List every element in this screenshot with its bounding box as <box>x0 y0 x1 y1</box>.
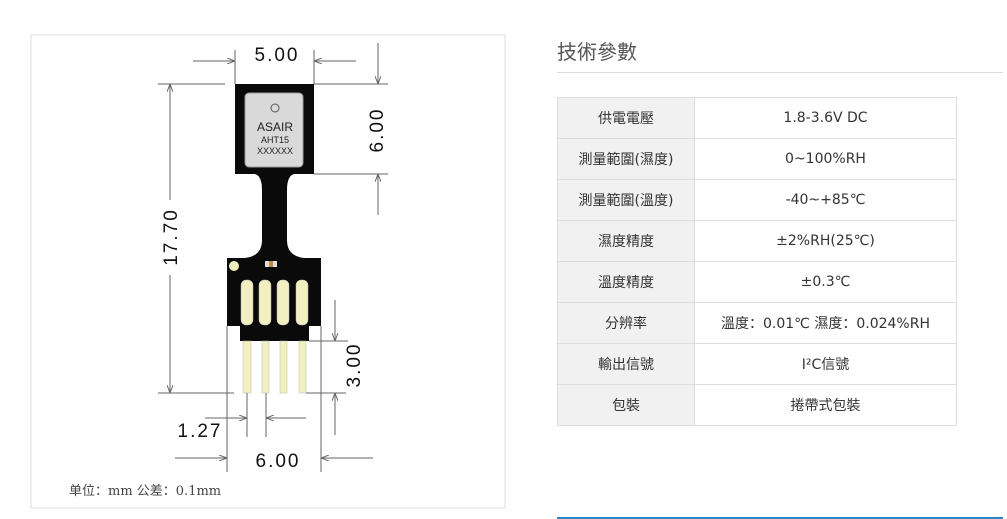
unit-footnote: 单位：mm 公差：0.1mm <box>69 484 221 499</box>
spec-label: 供電電壓 <box>557 97 695 139</box>
dim-head-height: 6.00 <box>367 108 388 153</box>
spec-label: 分辨率 <box>557 302 695 344</box>
spec-value: ±0.3℃ <box>694 261 957 303</box>
table-row: 測量範圍(溫度)-40~+85℃ <box>557 179 957 221</box>
sensor-board: ASAIR AHT15 XXXXXX <box>227 84 321 394</box>
chip-serial-label: XXXXXX <box>257 146 293 156</box>
spec-label: 測量範圍(濕度) <box>557 138 695 180</box>
section-title: 技術參數 <box>557 40 637 64</box>
spec-label: 包裝 <box>557 384 695 426</box>
spec-value: 1.8-3.6V DC <box>694 97 957 139</box>
section-bottom-divider <box>557 517 1003 519</box>
table-row: 測量範圍(濕度)0~100%RH <box>557 138 957 180</box>
dim-total-height: 17.70 <box>161 208 182 266</box>
title-divider <box>557 72 1003 73</box>
dim-pin-length: 3.00 <box>344 343 365 388</box>
dimension-lines <box>158 43 388 472</box>
dim-top-width: 5.00 <box>255 45 300 66</box>
spec-label: 測量範圍(溫度) <box>557 179 695 221</box>
spec-value: I²C信號 <box>694 343 957 385</box>
table-row: 包裝捲帶式包裝 <box>557 384 957 426</box>
sensor-dimension-diagram: ASAIR AHT15 XXXXXX 5.00 6.00 17.70 3.00 … <box>30 34 506 509</box>
spec-value: -40~+85℃ <box>694 179 957 221</box>
spec-label: 濕度精度 <box>557 220 695 262</box>
table-row: 濕度精度±2%RH(25℃) <box>557 220 957 262</box>
spec-value: 溫度：0.01℃ 濕度：0.024%RH <box>694 302 957 344</box>
dim-pin-pitch: 1.27 <box>178 421 223 442</box>
dim-bottom-width: 6.00 <box>256 451 301 472</box>
chip-model-label: AHT15 <box>261 135 289 145</box>
spec-label: 輸出信號 <box>557 343 695 385</box>
table-row: 溫度精度±0.3℃ <box>557 261 957 303</box>
spec-label: 溫度精度 <box>557 261 695 303</box>
spec-value: 捲帶式包裝 <box>694 384 957 426</box>
spec-value: ±2%RH(25℃) <box>694 220 957 262</box>
spec-value: 0~100%RH <box>694 138 957 180</box>
chip-brand-label: ASAIR <box>257 120 293 134</box>
table-row: 分辨率溫度：0.01℃ 濕度：0.024%RH <box>557 302 957 344</box>
